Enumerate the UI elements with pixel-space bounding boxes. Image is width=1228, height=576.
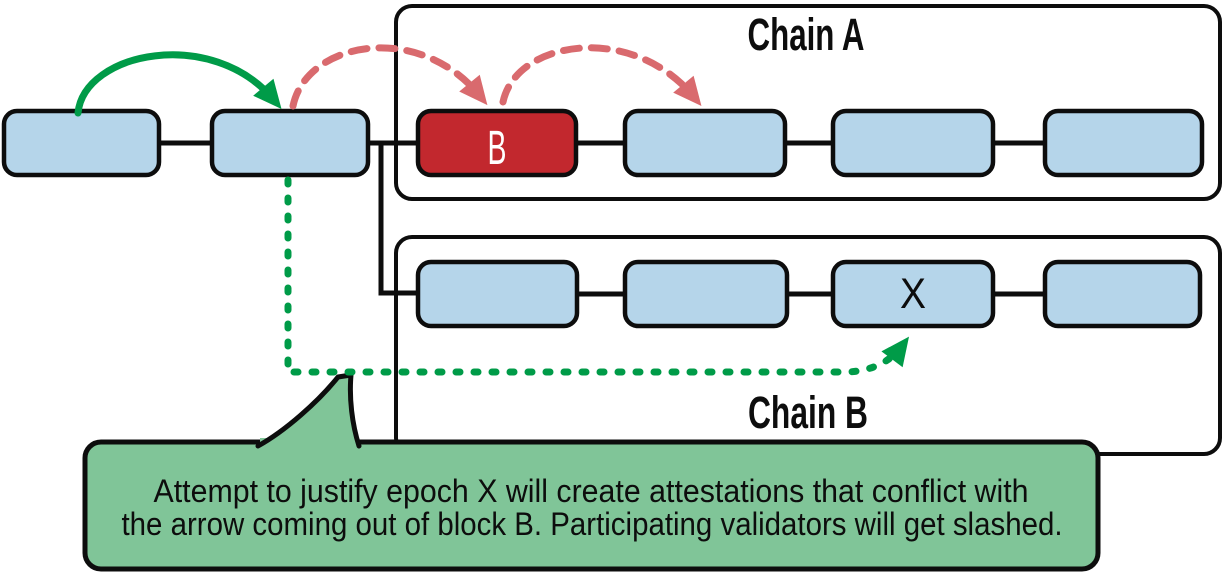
justify-arrow (74, 51, 282, 117)
chain-a-block-4 (1042, 108, 1205, 178)
block-b-label: B (488, 122, 507, 175)
chain-b-block-2 (622, 259, 790, 329)
chain-a-title: Chain A (748, 9, 865, 60)
parent-block-2 (209, 108, 371, 178)
chain-b-title: Chain B (748, 387, 868, 438)
callout-bubble (82, 439, 1101, 572)
chain-b-block-1 (415, 259, 580, 329)
parent-block-1 (1, 108, 162, 178)
callout-text-line1: Attempt to justify epoch X will create a… (154, 473, 1029, 509)
fork-line (378, 143, 420, 296)
conflict-arrow-to-b (289, 44, 488, 110)
callout-tail-joint (260, 438, 356, 449)
chain-a-block-2 (622, 108, 788, 178)
chain-a-block-b (415, 108, 579, 178)
chain-b-block-4 (1042, 259, 1203, 329)
block-x-label: X (900, 270, 926, 318)
justify-epoch-x-arrow (284, 176, 910, 376)
chain-a-container (394, 4, 1222, 201)
callout-text-line2: the arrow coming out of block B. Partici… (122, 506, 1063, 542)
chain-b-block-x (830, 259, 996, 329)
chain-a-block-3 (830, 108, 996, 178)
callout-tail-outline (255, 372, 362, 449)
conflict-arrow-from-b (499, 44, 702, 107)
